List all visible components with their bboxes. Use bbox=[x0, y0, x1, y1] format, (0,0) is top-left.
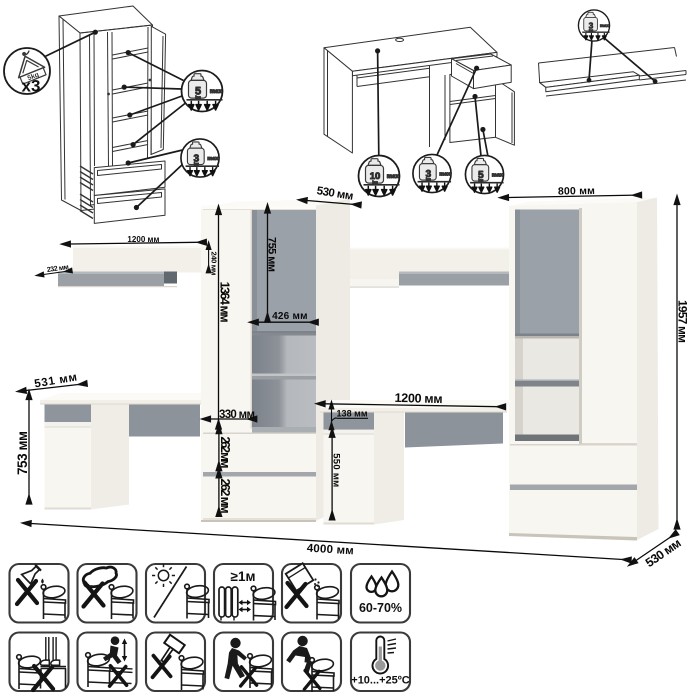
svg-text:kg: kg bbox=[195, 95, 201, 101]
svg-text:1364 мм: 1364 мм bbox=[218, 282, 232, 323]
svg-text:5kg: 5kg bbox=[27, 71, 40, 82]
svg-text:x3: x3 bbox=[22, 77, 41, 96]
svg-text:10: 10 bbox=[370, 171, 381, 182]
svg-text:kg: kg bbox=[478, 178, 483, 183]
svg-text:240 мм: 240 мм bbox=[209, 252, 218, 276]
svg-text:753 мм: 753 мм bbox=[15, 431, 30, 475]
svg-text:3: 3 bbox=[193, 153, 199, 164]
svg-text:530 мм: 530 мм bbox=[316, 185, 354, 203]
svg-text:800 мм: 800 мм bbox=[558, 185, 595, 198]
svg-text:4000 мм: 4000 мм bbox=[306, 543, 354, 558]
svg-text:kg: kg bbox=[426, 177, 431, 182]
svg-text:≥1м: ≥1м bbox=[231, 569, 256, 584]
svg-text:3: 3 bbox=[589, 20, 594, 30]
svg-text:138 мм: 138 мм bbox=[337, 409, 368, 419]
svg-text:kg: kg bbox=[589, 28, 594, 32]
svg-text:5: 5 bbox=[195, 86, 201, 98]
svg-text:426 мм: 426 мм bbox=[272, 311, 307, 322]
svg-text:550 мм: 550 мм bbox=[331, 453, 342, 487]
svg-text:5: 5 bbox=[478, 170, 484, 181]
svg-text:232 мм: 232 мм bbox=[47, 264, 70, 274]
svg-text:60-70%: 60-70% bbox=[359, 601, 402, 615]
svg-text:kg: kg bbox=[372, 180, 378, 186]
svg-text:330 мм: 330 мм bbox=[219, 409, 255, 421]
svg-text:1200 мм: 1200 мм bbox=[127, 235, 159, 244]
svg-text:1200 мм: 1200 мм bbox=[394, 391, 442, 406]
svg-text:3: 3 bbox=[425, 169, 431, 180]
svg-text:kg: kg bbox=[194, 161, 199, 166]
svg-text:1957 мм: 1957 мм bbox=[675, 300, 689, 343]
svg-text:755 мм: 755 мм bbox=[266, 237, 278, 272]
svg-text:262 мм: 262 мм bbox=[218, 479, 232, 514]
svg-text:+10...+25ºС: +10...+25ºС bbox=[351, 675, 410, 687]
svg-text:262 мм: 262 мм bbox=[218, 437, 232, 469]
